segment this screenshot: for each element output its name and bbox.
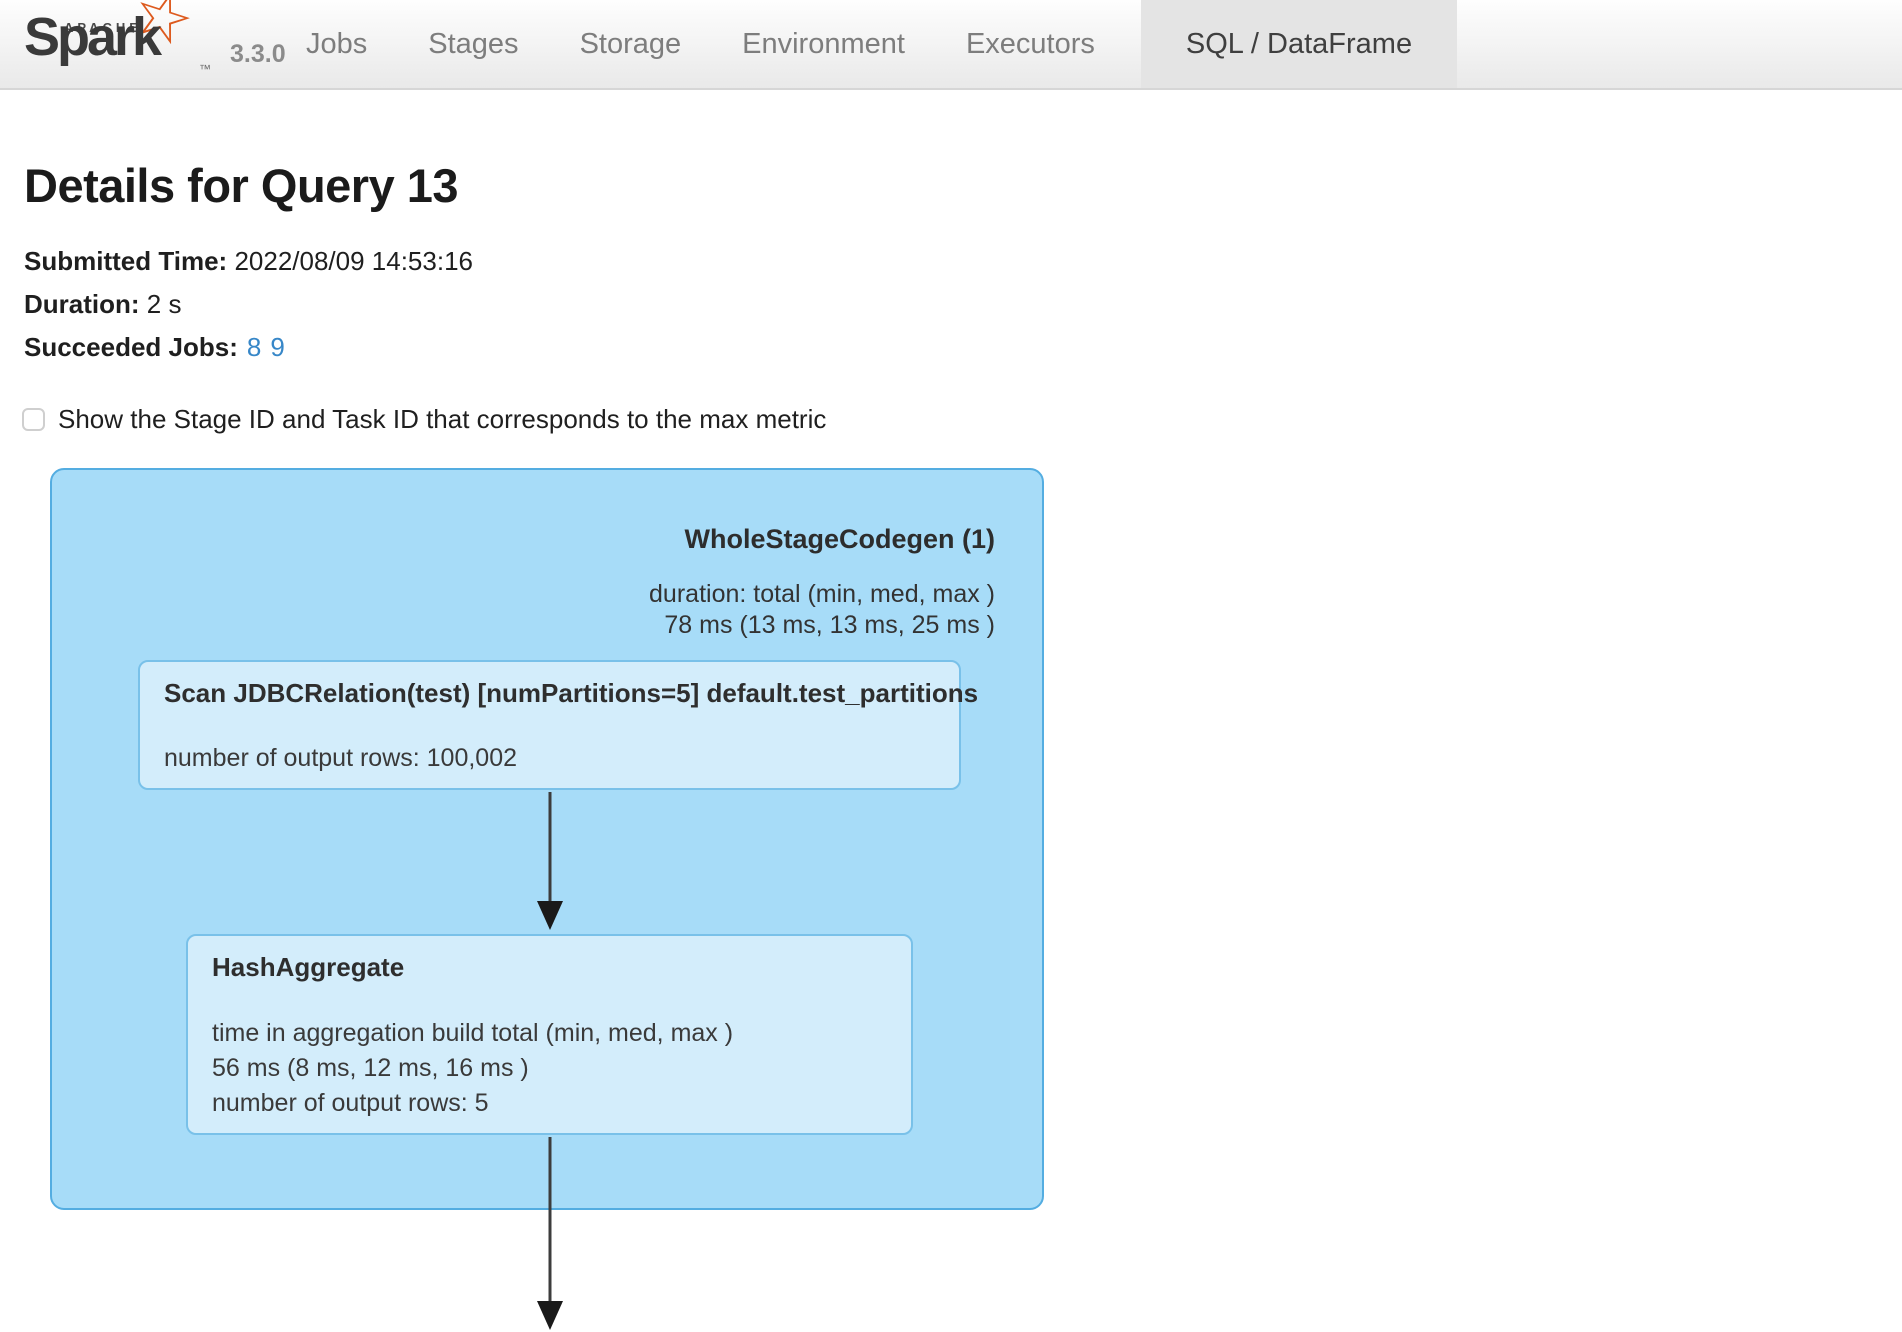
node-title: Scan JDBCRelation(test) [numPartitions=5… xyxy=(164,678,979,708)
node-title: HashAggregate xyxy=(212,952,405,982)
max-metric-checkbox-label: Show the Stage ID and Task ID that corre… xyxy=(58,404,827,434)
max-metric-checkbox[interactable] xyxy=(22,408,45,431)
cluster-metric-value: 78 ms (13 ms, 13 ms, 25 ms ) xyxy=(664,611,995,639)
plan-node-scan-jdbcrelation: Scan JDBCRelation(test) [numPartitions=5… xyxy=(138,660,978,790)
submitted-time-row: Submitted Time: 2022/08/09 14:53:16 xyxy=(24,246,473,277)
submitted-time-label: Submitted Time: xyxy=(24,246,228,276)
succeeded-jobs-label: Succeeded Jobs: xyxy=(24,332,238,362)
duration-row: Duration: 2 s xyxy=(24,289,473,320)
succeeded-job-link-8[interactable]: 8 xyxy=(246,332,262,362)
page-title: Details for Query 13 xyxy=(24,159,459,212)
duration-value: 2 s xyxy=(146,289,182,319)
metric-line: 56 ms (8 ms, 12 ms, 16 ms ) xyxy=(212,1054,529,1082)
nav-link-stages[interactable]: Stages xyxy=(428,27,519,60)
succeeded-job-link-9[interactable]: 9 xyxy=(270,332,285,362)
query-meta: Submitted Time: 2022/08/09 14:53:16 Dura… xyxy=(24,246,473,375)
cluster-metric-label: duration: total (min, med, max ) xyxy=(649,580,995,608)
spark-logo[interactable]: ☆ APACHE Spark ™ xyxy=(24,0,304,90)
cluster-title: WholeStageCodegen (1) xyxy=(684,524,995,554)
top-navbar: ☆ APACHE Spark ™ 3.3.0 Jobs Stages Stora… xyxy=(0,0,1902,90)
spark-wordmark: Spark xyxy=(24,7,162,67)
metric-line: time in aggregation build total (min, me… xyxy=(212,1019,734,1047)
submitted-time-value: 2022/08/09 14:53:16 xyxy=(234,246,473,276)
nav-link-jobs[interactable]: Jobs xyxy=(306,27,368,60)
trademark-symbol: ™ xyxy=(199,62,211,76)
wholestagecodegen-cluster: WholeStageCodegen (1) duration: total (m… xyxy=(50,468,1044,1210)
duration-label: Duration: xyxy=(24,289,140,319)
nav-link-environment[interactable]: Environment xyxy=(742,27,905,60)
max-metric-toggle-row: Show the Stage ID and Task ID that corre… xyxy=(22,404,826,435)
nav-link-executors[interactable]: Executors xyxy=(965,27,1095,60)
nav-link-storage[interactable]: Storage xyxy=(579,27,682,60)
cluster-header: WholeStageCodegen (1) duration: total (m… xyxy=(649,524,995,641)
metric-line: number of output rows: 5 xyxy=(212,1089,489,1117)
node-metrics: number of output rows: 100,002 xyxy=(164,741,517,776)
plan-node-hashaggregate: HashAggregate time in aggregation build … xyxy=(186,934,913,1135)
node-metrics: time in aggregation build total (min, me… xyxy=(212,1016,733,1121)
nav-tab-sql-dataframe[interactable]: SQL / DataFrame xyxy=(1140,0,1458,88)
metric-line: number of output rows: 100,002 xyxy=(164,744,518,772)
spark-version: 3.3.0 xyxy=(230,40,286,68)
nav-items: Jobs Stages Storage Environment Executor… xyxy=(306,0,1458,88)
apache-label: APACHE xyxy=(64,20,142,35)
